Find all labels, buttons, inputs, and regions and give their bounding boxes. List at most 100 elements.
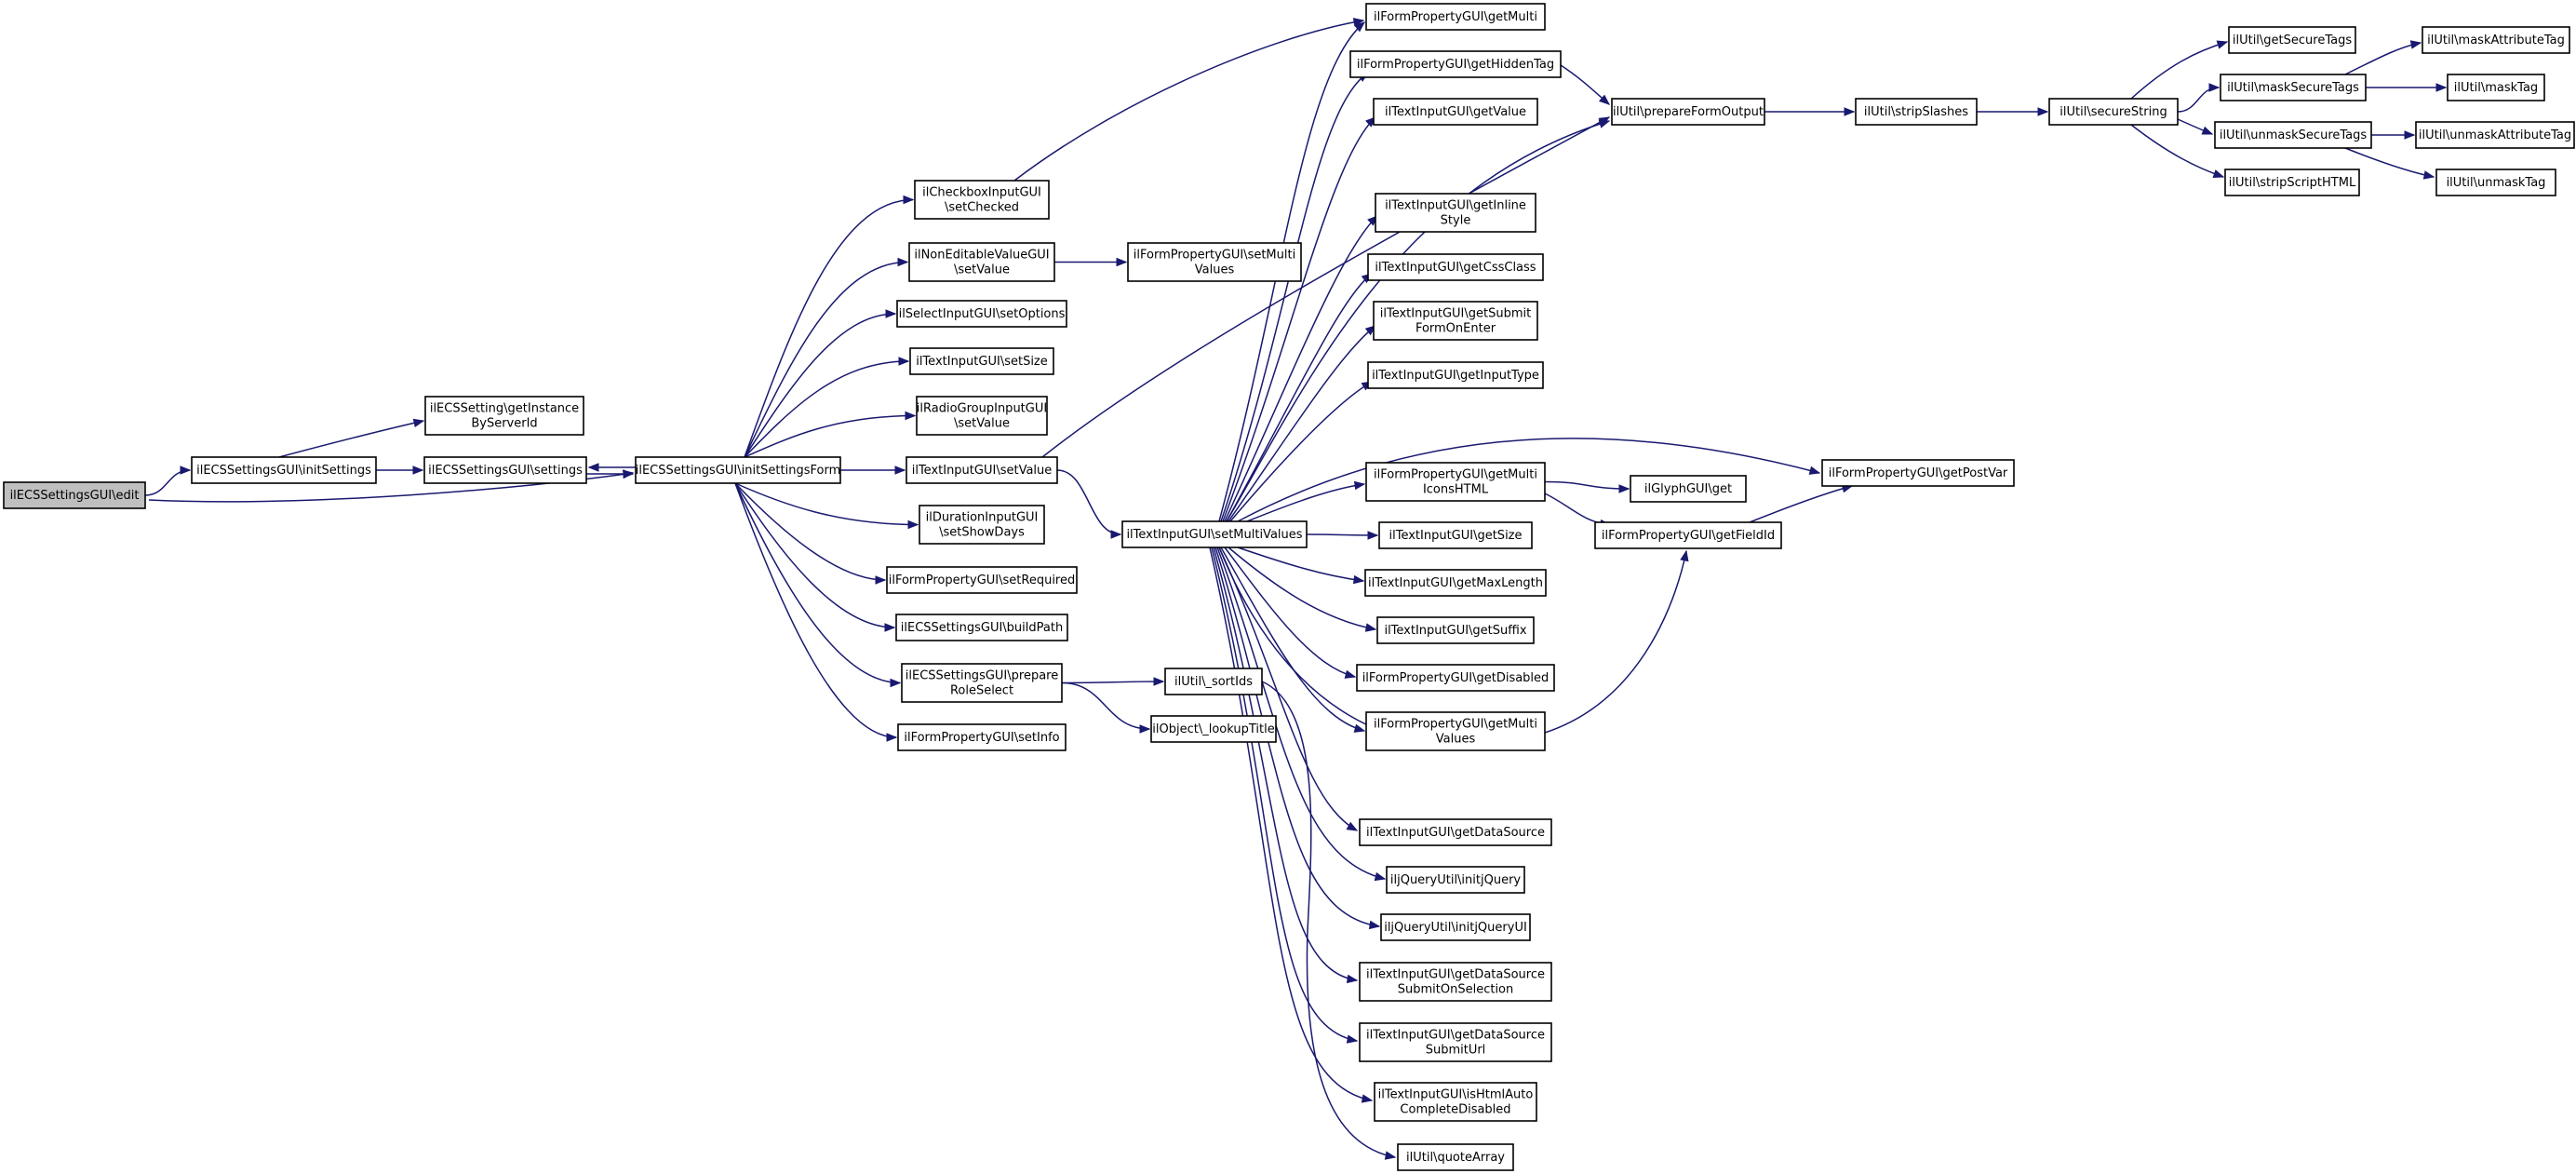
node-getValue[interactable]: ilTextInputGUI\getValue — [1373, 98, 1538, 126]
node-settings[interactable]: ilECSSettingsGUI\settings — [423, 456, 587, 484]
edge-line — [744, 414, 916, 458]
node-box — [1373, 98, 1538, 126]
edge-line — [734, 482, 886, 581]
node-label: ilFormPropertyGUI\setInfo — [904, 731, 1059, 745]
node-getHiddenTag[interactable]: ilFormPropertyGUI\getHiddenTag — [1349, 50, 1562, 78]
node-getSecureTags[interactable]: ilUtil\getSecureTags — [2228, 26, 2356, 54]
node-label: ilTextInputGUI\setMultiValues — [1126, 528, 1302, 542]
arrowhead — [1153, 677, 1165, 686]
node-getDisabled[interactable]: ilFormPropertyGUI\getDisabled — [1356, 664, 1555, 692]
node-stripScriptHTML[interactable]: ilUtil\stripScriptHTML — [2224, 169, 2360, 196]
node-setMultiValues[interactable]: ilTextInputGUI\setMultiValues — [1121, 520, 1308, 548]
node-getSuffix[interactable]: ilTextInputGUI\getSuffix — [1376, 616, 1535, 644]
node-getMaxLength[interactable]: ilTextInputGUI\getMaxLength — [1364, 569, 1547, 597]
arrowhead — [898, 357, 910, 366]
node-buildPath[interactable]: ilECSSettingsGUI\buildPath — [895, 614, 1068, 641]
node-label: ilFormPropertyGUI\getFieldId — [1602, 529, 1775, 543]
arrowhead — [1352, 18, 1365, 27]
node-setShowDays[interactable]: ilDurationInputGUI\setShowDays — [919, 505, 1045, 545]
node-glyphGet[interactable]: ilGlyphGUI\get — [1630, 475, 1747, 503]
node-initSettings[interactable]: ilECSSettingsGUI\initSettings — [191, 456, 377, 484]
node-unmaskAttributeTag[interactable]: ilUtil\unmaskAttributeTag — [2415, 121, 2575, 149]
node-stripSlashes[interactable]: ilUtil\stripSlashes — [1855, 98, 1978, 126]
node-box — [2214, 121, 2372, 149]
node-getSize[interactable]: ilTextInputGUI\getSize — [1378, 521, 1533, 549]
edge-line — [2344, 42, 2422, 75]
node-label: ilUtil\secureString — [2059, 105, 2167, 119]
node-isHtmlAuto[interactable]: ilTextInputGUI\isHtmlAutoCompleteDisable… — [1374, 1082, 1537, 1122]
node-maskTag[interactable]: ilUtil\maskTag — [2447, 74, 2545, 101]
node-unmaskSecureTags[interactable]: ilUtil\unmaskSecureTags — [2214, 121, 2372, 149]
node-initjQuery[interactable]: iljQueryUtil\initjQuery — [1386, 866, 1525, 894]
node-box — [1373, 301, 1538, 341]
node-tiSetValue[interactable]: ilTextInputGUI\setValue — [906, 456, 1058, 484]
node-setOptions[interactable]: ilSelectInputGUI\setOptions — [896, 300, 1067, 328]
node-box — [1855, 98, 1978, 126]
node-neSetValue[interactable]: ilNonEditableValueGUI\setValue — [908, 242, 1055, 282]
edge-unmaskSecureTags-to-unmaskTag — [2344, 147, 2435, 180]
node-initSettingsForm[interactable]: ilECSSettingsGUI\initSettingsForm — [635, 456, 841, 484]
node-lookupTitle[interactable]: ilObject\_lookupTitle — [1150, 715, 1277, 743]
node-rgSetValue[interactable]: ilRadioGroupInputGUI\setValue — [916, 396, 1048, 436]
node-label: ilTextInputGUI\getCssClass — [1375, 261, 1536, 275]
node-getDSSubmitSel[interactable]: ilTextInputGUI\getDataSourceSubmitOnSele… — [1359, 962, 1552, 1002]
arrowhead — [1367, 531, 1379, 540]
arrowhead — [886, 733, 898, 742]
node-label: ilUtil\maskSecureTags — [2227, 81, 2359, 95]
node-box — [1150, 715, 1277, 743]
edge-line — [1218, 547, 1358, 831]
node-quoteArray[interactable]: ilUtil\quoteArray — [1397, 1143, 1514, 1171]
edge-line — [1228, 325, 1376, 522]
node-setChecked[interactable]: ilCheckboxInputGUI\setChecked — [914, 180, 1050, 220]
edge-line — [1061, 681, 1150, 730]
arrowhead — [587, 463, 599, 472]
edge-line — [144, 469, 191, 496]
node-getMulti[interactable]: ilFormPropertyGUI\getMulti — [1365, 3, 1546, 31]
arrowhead — [2216, 40, 2229, 49]
edge-line — [734, 482, 895, 628]
node-setInfo[interactable]: ilFormPropertyGUI\setInfo — [897, 723, 1067, 751]
node-unmaskTag[interactable]: ilUtil\unmaskTag — [2435, 169, 2556, 196]
edge-line — [734, 482, 897, 738]
node-getFieldId[interactable]: ilFormPropertyGUI\getFieldId — [1594, 521, 1782, 549]
node-secureString[interactable]: ilUtil\secureString — [2048, 98, 2179, 126]
edge-setMultiValues-to-getDSSubmitUrl — [1211, 547, 1359, 1044]
node-getCssClass[interactable]: ilTextInputGUI\getCssClass — [1367, 253, 1544, 281]
node-setRequired[interactable]: ilFormPropertyGUI\setRequired — [886, 566, 1078, 594]
node-label: ByServerId — [471, 417, 537, 431]
arrowhead — [412, 418, 425, 427]
node-edit[interactable]: ilECSSettingsGUI\edit — [3, 481, 146, 509]
node-label: \setValue — [954, 417, 1010, 431]
arrowhead — [1361, 1094, 1374, 1103]
node-box — [1164, 668, 1263, 695]
node-label: ilObject\_lookupTitle — [1152, 722, 1274, 736]
node-setMultiValuesF[interactable]: ilFormPropertyGUI\setMultiValues — [1127, 242, 1302, 282]
edge-setMultiValues-to-getMaxLength — [1237, 547, 1365, 585]
node-label: Values — [1195, 263, 1235, 277]
node-box — [2447, 74, 2545, 101]
edge-stripSlashes-to-secureString — [1977, 107, 2049, 116]
node-initjQueryUI[interactable]: iljQueryUtil\initjQueryUI — [1380, 913, 1531, 941]
node-maskSecureTags[interactable]: ilUtil\maskSecureTags — [2220, 74, 2367, 101]
node-label: ilECSSettingsGUI\settings — [428, 464, 583, 478]
node-getInputType[interactable]: ilTextInputGUI\getInputType — [1367, 361, 1544, 389]
node-getDataSource[interactable]: ilTextInputGUI\getDataSource — [1359, 818, 1552, 846]
arrowhead — [1353, 480, 1366, 491]
node-prepareFormOutput[interactable]: ilUtil\prepareFormOutput — [1611, 98, 1765, 126]
node-setSize[interactable]: ilTextInputGUI\setSize — [909, 347, 1054, 375]
edge-line — [744, 261, 908, 458]
edge-prepareRole-to-sortIds — [1061, 677, 1165, 686]
node-label: iljQueryUtil\initjQuery — [1390, 873, 1522, 887]
node-sortIds[interactable]: ilUtil\_sortIds — [1164, 668, 1263, 695]
node-maskAttributeTag[interactable]: ilUtil\maskAttributeTag — [2422, 26, 2570, 54]
node-box — [2228, 26, 2356, 54]
node-getPostVar[interactable]: ilFormPropertyGUI\getPostVar — [1821, 459, 2015, 487]
